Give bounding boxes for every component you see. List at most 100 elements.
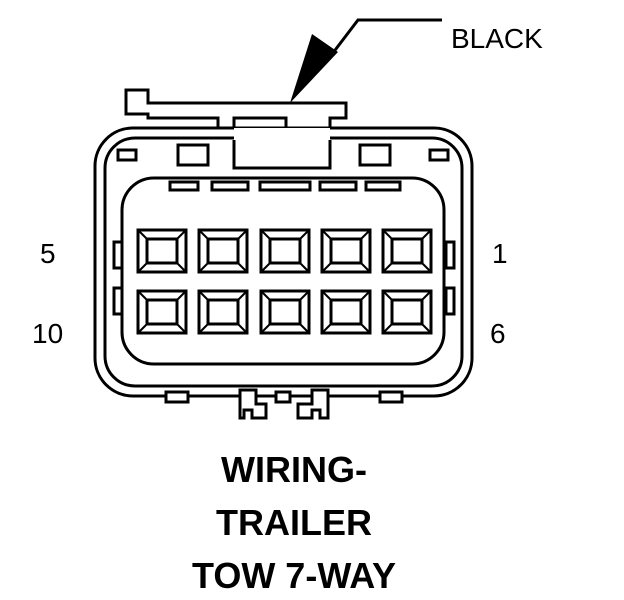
pin-cavity-bevel xyxy=(421,229,432,240)
pin-cavity-bevel xyxy=(299,323,310,334)
pin-cavity-bevel xyxy=(176,229,187,240)
pin-cavity-bevel xyxy=(421,323,432,334)
pin-cavity-bevel xyxy=(382,290,393,301)
pin-cavity-inner xyxy=(329,237,363,265)
pin-cavity-3 xyxy=(259,228,311,274)
top-key-marks xyxy=(168,180,402,192)
connector-latch xyxy=(124,88,348,167)
pin-cavity-bevel xyxy=(176,290,187,301)
pin-cavity-bevel xyxy=(237,290,248,301)
pin-cavity-bevel xyxy=(321,262,332,273)
bottom-tab-center xyxy=(274,390,292,404)
bottom-clip-right xyxy=(296,388,330,420)
pin-cavity-bevel xyxy=(137,262,148,273)
pin-grid xyxy=(136,228,433,335)
pin-cavity-5 xyxy=(136,228,188,274)
cavity-outline xyxy=(120,176,446,366)
pin-label-top-left: 5 xyxy=(40,238,56,269)
caption: WIRING- TRAILER TOW 7-WAY xyxy=(192,449,396,596)
bottom-clip-left xyxy=(238,388,268,420)
pin-cavity-2 xyxy=(320,228,372,274)
pin-cavity-bevel xyxy=(382,323,393,334)
pin-cavity-bevel xyxy=(237,229,248,240)
top-gap-edge xyxy=(232,140,332,170)
pin-cavity-bevel xyxy=(198,290,209,301)
top-key-mark xyxy=(168,180,200,192)
pin-cavity-bevel xyxy=(198,262,209,273)
side-key-mark xyxy=(444,240,456,270)
pin-cavity-inner xyxy=(268,298,302,326)
pin-cavity-bevel xyxy=(198,229,209,240)
bottom-tab-left xyxy=(164,390,190,404)
pin-cavity-bevel xyxy=(382,229,393,240)
callout-leader-line xyxy=(324,18,442,63)
pin-cavity-bevel xyxy=(137,290,148,301)
top-gap xyxy=(234,128,330,168)
pin-cavity-bevel xyxy=(260,229,271,240)
pin-cavity-10 xyxy=(136,289,188,335)
corner-slot-tr xyxy=(428,148,450,162)
top-tab-right xyxy=(358,143,392,167)
latch-bar xyxy=(124,88,348,167)
pin-cavity-bevel xyxy=(260,323,271,334)
pin-cavity-bevel xyxy=(299,262,310,273)
pin-cavity-bevel xyxy=(421,290,432,301)
pin-cavity-bevel xyxy=(321,323,332,334)
top-key-mark xyxy=(318,180,358,192)
pin-label-top-right: 1 xyxy=(492,238,508,269)
pin-cavity-9 xyxy=(197,289,249,335)
pin-cavity-inner xyxy=(206,298,240,326)
corner-slot-tl xyxy=(116,148,138,162)
pin-cavity-bevel xyxy=(360,229,371,240)
pin-cavity-inner xyxy=(206,237,240,265)
pin-cavity-1 xyxy=(381,228,433,274)
color-callout xyxy=(290,18,442,103)
side-key-mark xyxy=(112,240,124,270)
top-key-mark xyxy=(210,180,250,192)
pin-cavity-bevel xyxy=(360,290,371,301)
pin-cavity xyxy=(120,176,446,366)
bottom-tab-right xyxy=(378,390,404,404)
top-tab-left xyxy=(176,143,210,167)
pin-cavity-bevel xyxy=(299,229,310,240)
pin-cavity-bevel xyxy=(260,290,271,301)
pin-cavity-bevel xyxy=(137,323,148,334)
pin-cavity-bevel xyxy=(137,229,148,240)
top-key-mark xyxy=(258,180,312,192)
pin-cavity-bevel xyxy=(299,290,310,301)
pin-cavity-bevel xyxy=(237,323,248,334)
pin-cavity-4 xyxy=(197,228,249,274)
pin-label-bottom-left: 10 xyxy=(32,318,63,349)
pin-cavity-inner xyxy=(329,298,363,326)
pin-cavity-bevel xyxy=(382,262,393,273)
caption-line-1: WIRING- xyxy=(221,449,367,490)
pin-cavity-bevel xyxy=(360,262,371,273)
pin-label-bottom-right: 6 xyxy=(490,318,506,349)
pin-cavity-bevel xyxy=(198,323,209,334)
pin-cavity-bevel xyxy=(260,262,271,273)
caption-line-2: TRAILER xyxy=(216,502,372,543)
top-key-mark xyxy=(364,180,402,192)
pin-cavity-8 xyxy=(259,289,311,335)
connector-color-label: BLACK xyxy=(451,23,543,54)
pin-cavity-inner xyxy=(268,237,302,265)
pin-cavity-bevel xyxy=(321,290,332,301)
pin-cavity-bevel xyxy=(360,323,371,334)
side-key-mark xyxy=(112,286,124,316)
pin-cavity-bevel xyxy=(237,262,248,273)
pin-cavity-inner xyxy=(145,237,179,265)
pin-cavity-bevel xyxy=(176,262,187,273)
side-key-mark xyxy=(444,286,456,316)
pin-cavity-inner xyxy=(145,298,179,326)
pin-cavity-7 xyxy=(320,289,372,335)
pin-cavity-6 xyxy=(381,289,433,335)
pin-cavity-bevel xyxy=(421,262,432,273)
pin-cavity-inner xyxy=(390,298,424,326)
pin-cavity-bevel xyxy=(176,323,187,334)
side-key-marks xyxy=(112,240,456,316)
bottom-tabs xyxy=(164,388,404,420)
callout-arrowhead xyxy=(290,34,338,103)
caption-line-3: TOW 7-WAY xyxy=(192,555,396,596)
pin-cavity-inner xyxy=(390,237,424,265)
